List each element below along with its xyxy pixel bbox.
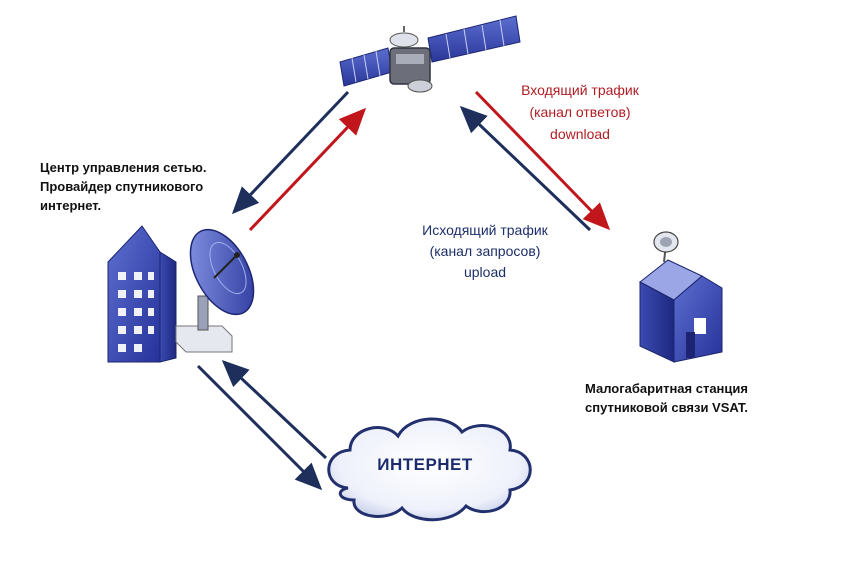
network-center-label: Центр управления сетью. Провайдер спутни… bbox=[40, 158, 206, 215]
office-building-icon bbox=[108, 226, 176, 362]
network-center-label-line: интернет. bbox=[40, 196, 206, 215]
incoming-traffic-title: Входящий трафик bbox=[500, 79, 660, 101]
vsat-house-icon bbox=[640, 232, 722, 362]
outgoing-traffic-channel: (канал запросов) bbox=[385, 241, 585, 262]
network-center-label-line: Провайдер спутникового bbox=[40, 177, 206, 196]
arrow-ncc-to-satellite bbox=[250, 110, 364, 230]
arrow-satellite-to-ncc bbox=[234, 92, 348, 212]
incoming-traffic-label: Входящий трафик (канал ответов) download bbox=[500, 79, 660, 145]
internet-label: ИНТЕРНЕТ bbox=[335, 455, 515, 475]
satellite-icon bbox=[340, 16, 520, 92]
outgoing-traffic-direction: upload bbox=[385, 262, 585, 283]
outgoing-traffic-title: Исходящий трафик bbox=[385, 220, 585, 241]
network-center-label-line: Центр управления сетью. bbox=[40, 158, 206, 177]
vsat-station-label-line: Малогабаритная станция bbox=[585, 379, 748, 398]
vsat-station-label-line: спутниковой связи VSAT. bbox=[585, 398, 748, 417]
incoming-traffic-direction: download bbox=[500, 123, 660, 145]
vsat-station-label: Малогабаритная станция спутниковой связи… bbox=[585, 379, 748, 417]
satellite-dish-icon bbox=[176, 219, 267, 352]
incoming-traffic-channel: (канал ответов) bbox=[500, 101, 660, 123]
arrow-ncc-to-internet bbox=[198, 366, 320, 488]
outgoing-traffic-label: Исходящий трафик (канал запросов) upload bbox=[385, 220, 585, 283]
